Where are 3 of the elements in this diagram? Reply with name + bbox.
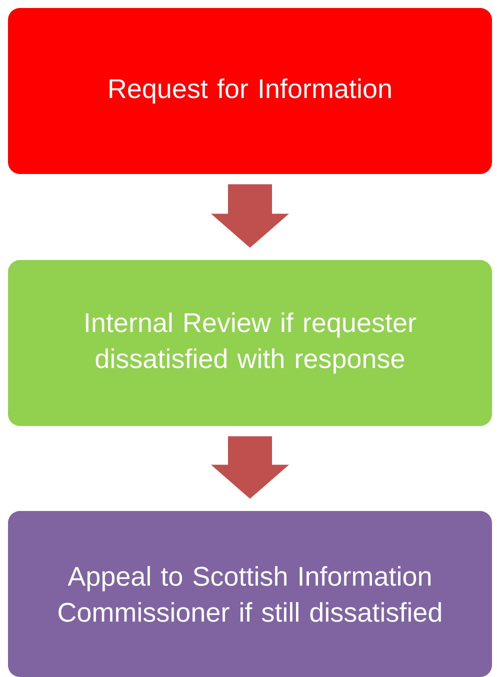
process-box: Appeal to Scottish Information Commissioner if still dissatisfied	[8, 511, 492, 677]
process-box: Internal Review if requester dissatisfied with response	[8, 260, 492, 426]
process-box: Request for Information	[8, 8, 492, 174]
